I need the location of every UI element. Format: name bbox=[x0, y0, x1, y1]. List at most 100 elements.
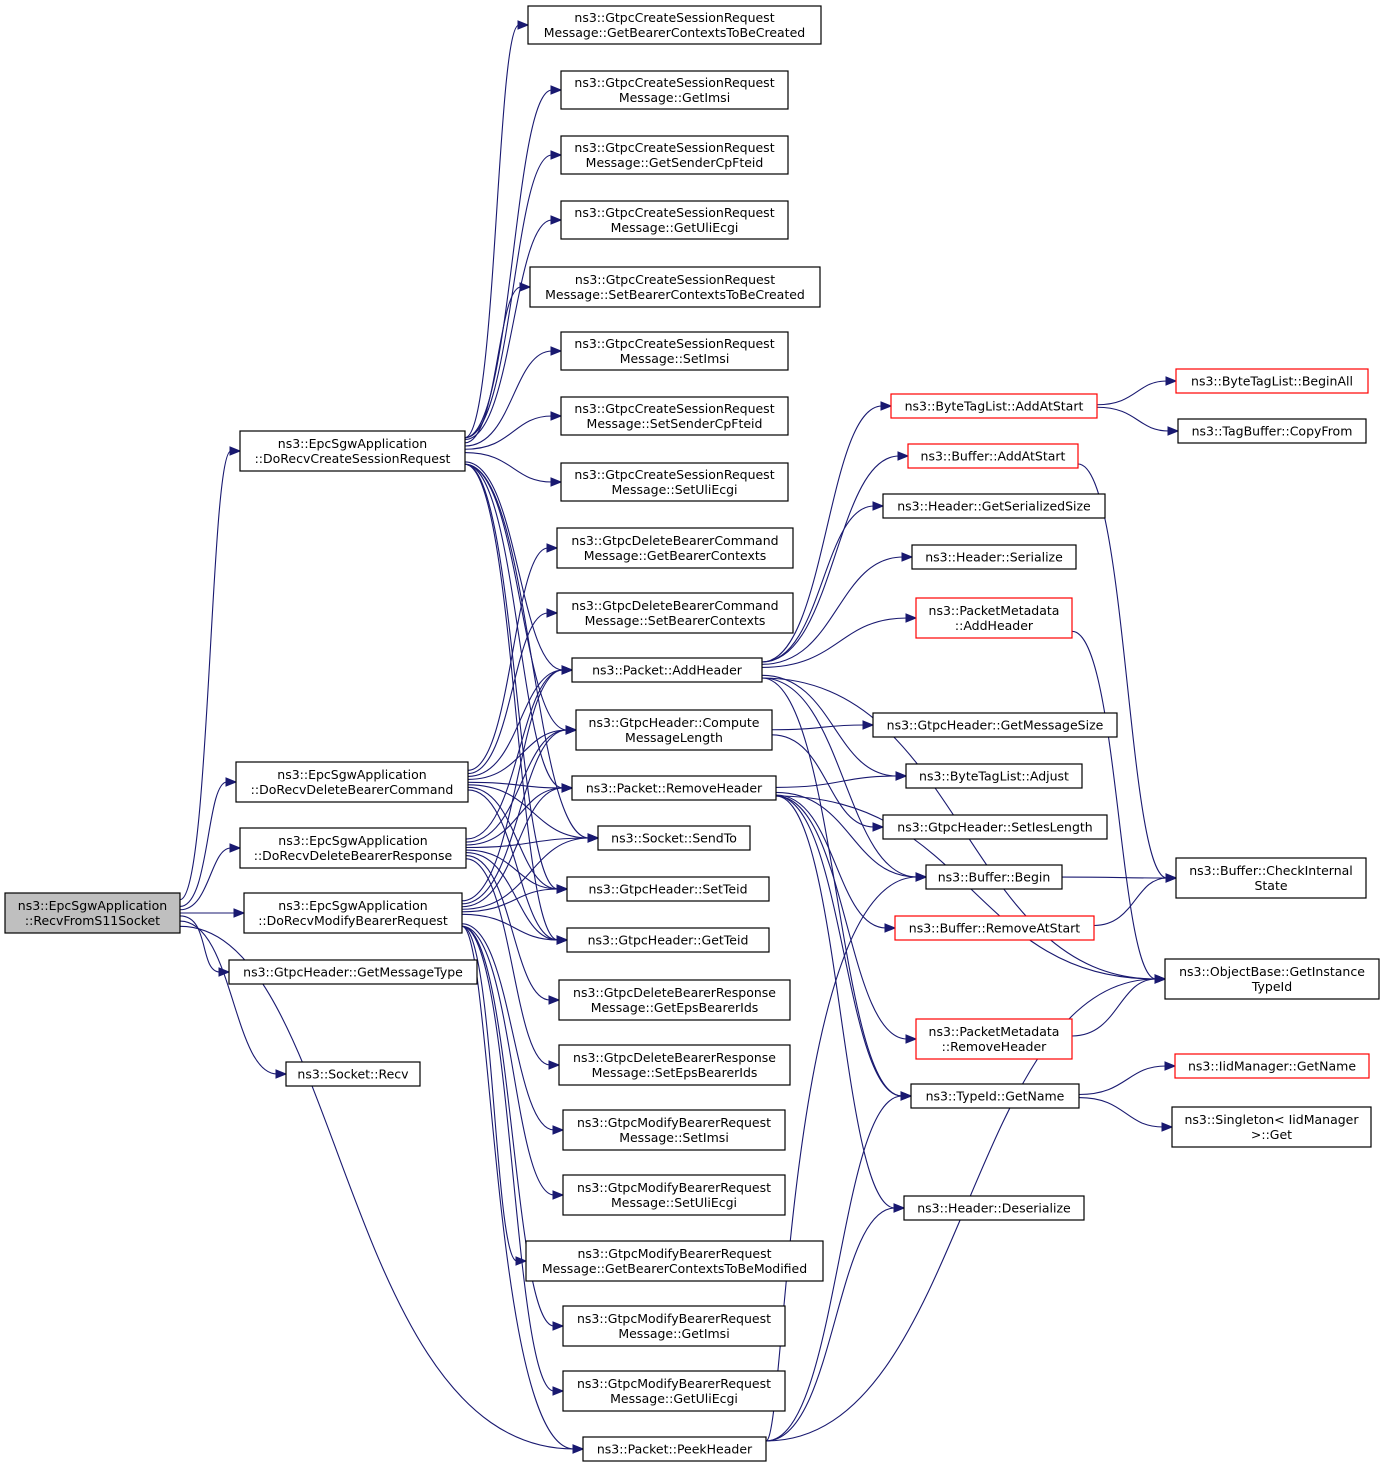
edge-pph-bbeg bbox=[765, 876, 918, 1442]
node-btba[interactable]: ns3::ByteTagList::BeginAll bbox=[1175, 368, 1369, 394]
node-baas[interactable]: ns3::Buffer::AddAtStart bbox=[907, 443, 1079, 469]
node-gsil[interactable]: ns3::GtpcHeader::SetIesLength bbox=[882, 814, 1108, 840]
node-d2[interactable]: ns3::GtpcDeleteBearerCommandMessage::Set… bbox=[556, 592, 794, 634]
node-m5[interactable]: ns3::GtpcModifyBearerRequestMessage::Get… bbox=[562, 1370, 786, 1412]
node-dmbr[interactable]: ns3::EpcSgwApplication::DoRecvModifyBear… bbox=[243, 892, 463, 934]
node-box bbox=[235, 761, 469, 803]
node-bbeg[interactable]: ns3::Buffer::Begin bbox=[925, 864, 1063, 890]
node-hgss[interactable]: ns3::Header::GetSerializedSize bbox=[882, 493, 1106, 519]
edge-dcsr-c7 bbox=[464, 415, 553, 450]
node-c4[interactable]: ns3::GtpcCreateSessionRequestMessage::Ge… bbox=[560, 200, 789, 240]
edge-gcml-gsil bbox=[771, 734, 875, 828]
node-tbcf[interactable]: ns3::TagBuffer::CopyFrom bbox=[1177, 418, 1367, 444]
node-label: ::AddHeader bbox=[955, 618, 1034, 633]
node-label: ns3::GtpcDeleteBearerCommand bbox=[571, 533, 778, 548]
node-c2[interactable]: ns3::GtpcCreateSessionRequestMessage::Ge… bbox=[560, 70, 789, 110]
node-ddbc[interactable]: ns3::EpcSgwApplication::DoRecvDeleteBear… bbox=[235, 761, 469, 803]
edge-dmbr-gst bbox=[461, 888, 559, 913]
node-c7[interactable]: ns3::GtpcCreateSessionRequestMessage::Se… bbox=[560, 396, 789, 436]
edge-dmbr-ggt bbox=[461, 913, 559, 941]
arrowhead bbox=[893, 1203, 906, 1213]
node-label: ns3::Header::GetSerializedSize bbox=[897, 499, 1091, 514]
node-m4[interactable]: ns3::GtpcModifyBearerRequestMessage::Get… bbox=[562, 1305, 786, 1347]
node-hser[interactable]: ns3::Header::Serialize bbox=[911, 544, 1077, 570]
arrowhead bbox=[233, 908, 246, 918]
node-label: ns3::EpcSgwApplication bbox=[18, 898, 167, 913]
node-c3[interactable]: ns3::GtpcCreateSessionRequestMessage::Ge… bbox=[560, 135, 789, 175]
edge-ddbr-sst bbox=[465, 837, 590, 849]
edge-dmbr-pah bbox=[461, 669, 564, 902]
node-box bbox=[882, 493, 1106, 519]
edge-bbeg-bcis bbox=[1061, 876, 1168, 879]
node-gst[interactable]: ns3::GtpcHeader::SetTeid bbox=[566, 876, 770, 902]
arrowhead bbox=[515, 1256, 528, 1266]
node-m1[interactable]: ns3::GtpcModifyBearerRequestMessage::Set… bbox=[562, 1109, 786, 1151]
node-box bbox=[566, 876, 770, 902]
node-pmah[interactable]: ns3::PacketMetadata::AddHeader bbox=[915, 597, 1073, 639]
node-sst[interactable]: ns3::Socket::SendTo bbox=[597, 825, 751, 851]
arrowhead bbox=[1154, 974, 1167, 984]
node-ggms[interactable]: ns3::GtpcHeader::GetMessageSize bbox=[872, 712, 1118, 738]
edge-ddbc-d1 bbox=[467, 547, 549, 771]
node-d1[interactable]: ns3::GtpcDeleteBearerCommandMessage::Get… bbox=[556, 527, 794, 569]
node-m2[interactable]: ns3::GtpcModifyBearerRequestMessage::Set… bbox=[562, 1174, 786, 1216]
edge-root-srecv bbox=[179, 920, 278, 1075]
node-ggt[interactable]: ns3::GtpcHeader::GetTeid bbox=[566, 927, 770, 953]
edge-dcsr-pah bbox=[464, 461, 564, 671]
node-pmrh[interactable]: ns3::PacketMetadata::RemoveHeader bbox=[915, 1018, 1073, 1060]
edge-dcsr-gst bbox=[464, 463, 559, 890]
node-hdes[interactable]: ns3::Header::Deserialize bbox=[903, 1195, 1085, 1221]
arrowhead bbox=[546, 543, 559, 553]
node-btaas[interactable]: ns3::ByteTagList::AddAtStart bbox=[890, 393, 1098, 419]
node-gmt[interactable]: ns3::GtpcHeader::GetMessageType bbox=[228, 959, 478, 985]
node-box bbox=[911, 544, 1077, 570]
node-box bbox=[558, 1044, 791, 1086]
node-c8[interactable]: ns3::GtpcCreateSessionRequestMessage::Se… bbox=[560, 462, 789, 502]
node-label: ns3::Buffer::Begin bbox=[938, 870, 1051, 885]
arrowhead bbox=[915, 872, 928, 882]
arrowhead bbox=[561, 665, 574, 675]
edge-btaas-btba bbox=[1096, 380, 1168, 406]
node-srecv[interactable]: ns3::Socket::Recv bbox=[285, 1061, 421, 1087]
node-c5[interactable]: ns3::GtpcCreateSessionRequestMessage::Se… bbox=[529, 266, 821, 308]
node-label: ns3::EpcSgwApplication bbox=[278, 898, 427, 913]
edge-ddbr-r2 bbox=[465, 858, 551, 1066]
edge-dmbr-m5 bbox=[461, 925, 555, 1392]
edge-dmbr-m3 bbox=[461, 925, 518, 1262]
node-btadj[interactable]: ns3::ByteTagList::Adjust bbox=[905, 763, 1083, 789]
node-imgn[interactable]: ns3::IidManager::GetName bbox=[1174, 1053, 1370, 1079]
node-ddbr[interactable]: ns3::EpcSgwApplication::DoRecvDeleteBear… bbox=[239, 827, 467, 869]
node-label: Message::SetUliEcgi bbox=[611, 482, 737, 497]
edge-pah-hser bbox=[761, 556, 904, 665]
node-prh[interactable]: ns3::Packet::RemoveHeader bbox=[571, 775, 777, 801]
node-r1[interactable]: ns3::GtpcDeleteBearerResponseMessage::Ge… bbox=[558, 979, 791, 1021]
node-label: ns3::Socket::SendTo bbox=[611, 831, 737, 846]
node-r2[interactable]: ns3::GtpcDeleteBearerResponseMessage::Se… bbox=[558, 1044, 791, 1086]
node-box bbox=[562, 1174, 786, 1216]
node-box bbox=[243, 892, 463, 934]
node-sig[interactable]: ns3::Singleton< IidManager>::Get bbox=[1171, 1106, 1372, 1148]
node-m3[interactable]: ns3::GtpcModifyBearerRequestMessage::Get… bbox=[525, 1240, 824, 1282]
node-c1[interactable]: ns3::GtpcCreateSessionRequestMessage::Ge… bbox=[527, 5, 822, 45]
arrowhead bbox=[548, 1060, 561, 1070]
edge-prh-bras bbox=[775, 794, 887, 929]
node-pph[interactable]: ns3::Packet::PeekHeader bbox=[582, 1436, 767, 1462]
node-label: ns3::Buffer::AddAtStart bbox=[921, 449, 1066, 464]
node-label: ns3::Packet::AddHeader bbox=[592, 663, 743, 678]
node-box bbox=[915, 1018, 1073, 1060]
node-c6[interactable]: ns3::GtpcCreateSessionRequestMessage::Se… bbox=[560, 331, 789, 371]
edge-dmbr-gcml bbox=[461, 729, 568, 905]
node-label: ns3::ByteTagList::AddAtStart bbox=[905, 399, 1084, 414]
edge-ddbr-gcml bbox=[465, 729, 568, 843]
node-label: Message::GetBearerContexts bbox=[584, 548, 767, 563]
node-bras[interactable]: ns3::Buffer::RemoveAtStart bbox=[894, 915, 1095, 941]
node-root[interactable]: ns3::EpcSgwApplication::RecvFromS11Socke… bbox=[4, 892, 181, 934]
edge-pph-hdes bbox=[765, 1207, 896, 1442]
node-dcsr[interactable]: ns3::EpcSgwApplication::DoRecvCreateSess… bbox=[239, 430, 466, 472]
node-label: Message::GetBearerContextsToBeModified bbox=[542, 1261, 807, 1276]
node-tgn[interactable]: ns3::TypeId::GetName bbox=[910, 1083, 1080, 1109]
node-pah[interactable]: ns3::Packet::AddHeader bbox=[571, 657, 763, 683]
